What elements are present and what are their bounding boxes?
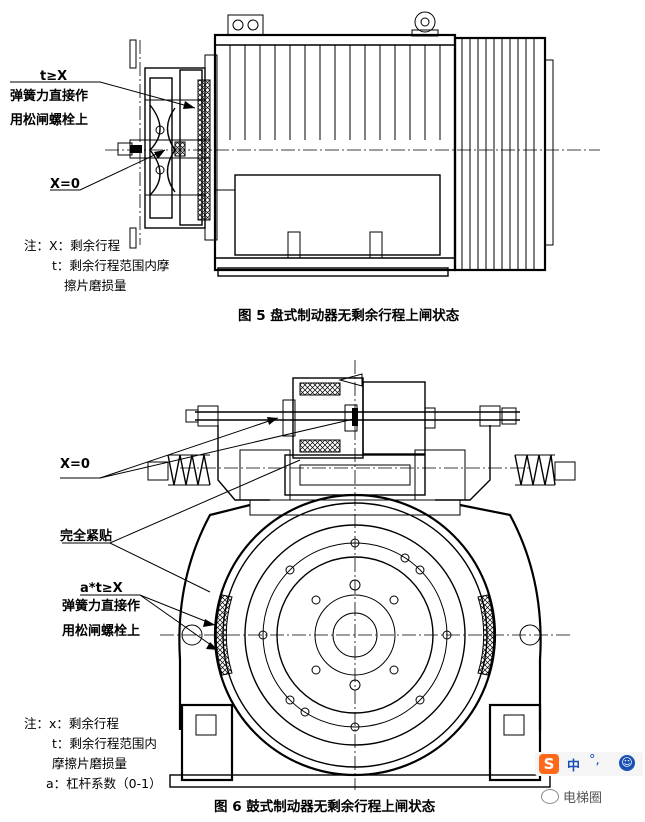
note-line-1: 注：x：剩余行程 xyxy=(24,716,119,731)
ime-toolbar[interactable]: S 中 °, ☺ xyxy=(535,752,643,776)
cooling-fins xyxy=(229,45,441,140)
figure-5-disc-brake: t≥X 弹簧力直接作 用松闸螺栓上 X=0 注：X：剩余行程 t：剩余行程范围内… xyxy=(0,0,645,300)
disc-brake-drawing: t≥X 弹簧力直接作 用松闸螺栓上 X=0 注：X：剩余行程 t：剩余行程范围内… xyxy=(9,11,600,293)
label-x-equals-0: X=0 xyxy=(60,457,90,472)
label-fully-tight: 完全紧贴 xyxy=(60,528,112,544)
wechat-icon xyxy=(541,789,559,804)
brake-drum xyxy=(213,493,497,777)
note-line-1: 注：X：剩余行程 xyxy=(24,238,121,253)
sogou-logo-icon[interactable]: S xyxy=(539,754,559,774)
account-name: 电梯圈 xyxy=(563,791,603,806)
figure-6-drum-brake: X=0 完全紧贴 a*t≥X 弹簧力直接作 用松闸螺栓上 注：x：剩余行程 t：… xyxy=(0,330,645,791)
label-a-t-ge-x: a*t≥X xyxy=(80,581,123,596)
label-spring-line-2: 用松闸螺栓上 xyxy=(61,623,140,639)
label-spring-line-1: 弹簧力直接作 xyxy=(62,598,140,614)
note-line-2: t：剩余行程范围内 xyxy=(52,736,157,751)
smile-icon[interactable]: ☺ xyxy=(619,755,635,771)
watermark: S 中 °, ☺ 电梯圈 xyxy=(535,752,643,812)
label-t-ge-x: t≥X xyxy=(40,69,67,84)
figure-5-caption: 图 5 盘式制动器无剩余行程上闸状态 xyxy=(238,308,460,324)
label-x-equals-0: X=0 xyxy=(50,177,80,192)
figure-6-caption: 图 6 鼓式制动器无剩余行程上闸状态 xyxy=(214,799,436,815)
left-spring xyxy=(147,454,211,486)
note-line-4: a：杠杆系数（0-1） xyxy=(46,776,162,790)
right-spring xyxy=(514,454,576,486)
traction-sheave xyxy=(453,36,554,272)
ime-mode-label[interactable]: 中 xyxy=(567,759,581,774)
note-line-3: 擦片磨损量 xyxy=(64,278,127,293)
label-spring-line-1: 弹簧力直接作 xyxy=(10,88,88,104)
drum-brake-drawing: X=0 完全紧贴 a*t≥X 弹簧力直接作 用松闸螺栓上 注：x：剩余行程 t：… xyxy=(24,360,576,791)
note-line-2: t：剩余行程范围内摩 xyxy=(52,258,170,273)
label-spring-line-2: 用松闸螺栓上 xyxy=(9,112,88,128)
ime-punct-label[interactable]: °, xyxy=(589,753,600,768)
note-line-3: 摩擦片磨损量 xyxy=(52,756,127,771)
